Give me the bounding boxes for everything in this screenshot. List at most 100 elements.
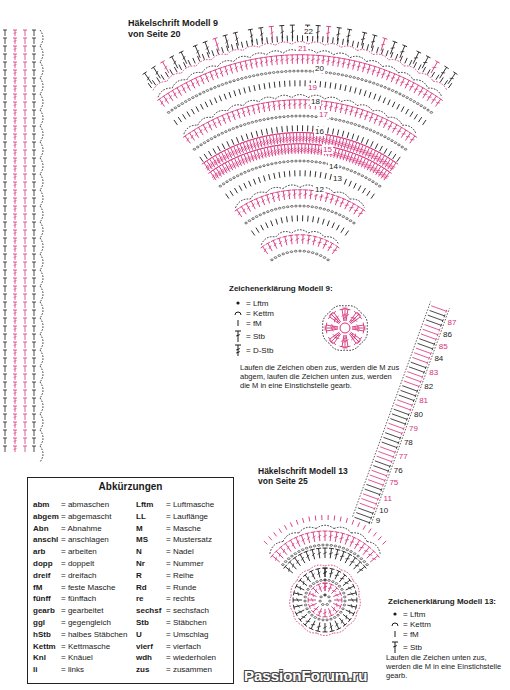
chain-stitch [319,600,322,602]
stitch-mark [383,69,388,71]
stitch-mark [323,568,328,569]
stitch-mark [278,172,280,178]
stitch-mark [329,548,334,550]
stitch-mark [285,139,288,141]
stitch-mark [358,508,373,513]
stitch-mark [441,324,442,327]
chain-stitch [315,116,318,118]
stitch-mark [393,154,396,159]
stitch-mark [354,207,359,215]
stitch-mark [388,470,389,473]
chain-stitch [286,252,289,254]
chain-stitch [375,183,378,185]
stitch-mark [196,50,199,53]
stitch-mark [318,531,320,541]
stitch-mark [5,230,6,236]
stitch-mark [347,29,352,31]
stitch-mark [223,35,228,36]
chain-stitch [333,617,336,619]
stitch-mark [215,162,217,166]
chain-stitch [427,109,430,111]
chain-stitch [346,218,349,220]
stitch-mark [366,167,370,168]
stitch-mark [326,26,331,28]
stitch-mark [388,100,390,105]
stitch-mark [267,198,270,201]
stitch-mark [400,81,404,82]
stitch-mark [372,170,376,171]
stitch-mark [321,138,325,139]
stitch-mark [294,80,295,86]
chain-stitch [328,596,331,598]
stitch-mark [364,153,368,154]
stitch-mark [214,176,216,180]
stitch-mark [283,191,284,200]
stitch-mark [175,87,179,90]
stitch-mark [284,100,286,109]
stitch-mark [254,154,257,157]
stitch-mark [287,148,290,150]
chain-stitch [255,120,258,122]
chain-stitch [304,596,307,598]
stitch-mark [245,64,248,67]
stitch-mark [209,163,211,167]
stitch-mark [385,175,389,176]
chain-stitch [233,80,236,82]
stitch-mark [394,161,398,164]
stitch-mark [308,139,312,141]
stitch-mark [319,237,324,239]
stitch-mark [360,109,365,111]
stitch-mark [274,173,275,179]
chain-stitch [398,144,401,146]
stitch-mark [224,94,226,100]
stitch-mark [218,146,221,151]
chain-stitch [167,112,170,114]
stitch-mark [316,151,320,153]
stitch-mark [341,620,343,624]
stitch-mark [309,591,311,596]
stitch-mark [325,193,327,202]
stitch-mark [381,488,382,491]
stitch-mark [3,182,7,183]
stitch-mark [406,376,421,381]
stitch-mark [268,243,272,251]
stitch-mark [279,81,281,87]
stitch-mark [436,102,440,103]
stitch-mark [412,357,427,362]
stitch-mark [372,35,377,36]
chain-stitch [316,581,319,583]
stitch-mark [431,306,446,311]
stitch-mark [215,117,220,119]
stitch-mark [195,46,200,58]
chain-stitch [184,101,187,103]
stitch-mark [276,36,278,42]
stitch-mark [302,125,303,131]
chain-stitch [350,551,353,553]
stitch-mark [307,555,310,558]
chain-stitch [290,251,293,253]
chain-stitch [271,117,274,119]
stitch-mark [309,603,316,606]
stitch-mark [335,197,338,205]
stitch-mark [305,139,309,141]
chain-stitch [284,561,287,563]
chain-stitch [294,553,297,555]
stitch-mark [326,328,328,333]
stitch-mark [229,92,231,98]
stitch-mark [370,156,374,157]
stitch-mark [3,190,7,191]
stitch-mark [383,437,398,442]
stitch-mark [355,565,359,567]
stitch-mark [269,536,272,540]
chain-stitch [324,579,327,581]
stitch-mark [277,195,280,198]
stitch-mark [258,27,263,29]
stitch-mark [398,441,399,444]
stitch-mark [380,447,395,452]
stitch-mark [391,77,395,78]
stitch-mark [305,54,310,55]
stitch-mark [343,574,347,577]
chain-stitch [378,185,381,187]
stitch-mark [203,125,207,133]
stitch-mark [269,26,274,28]
